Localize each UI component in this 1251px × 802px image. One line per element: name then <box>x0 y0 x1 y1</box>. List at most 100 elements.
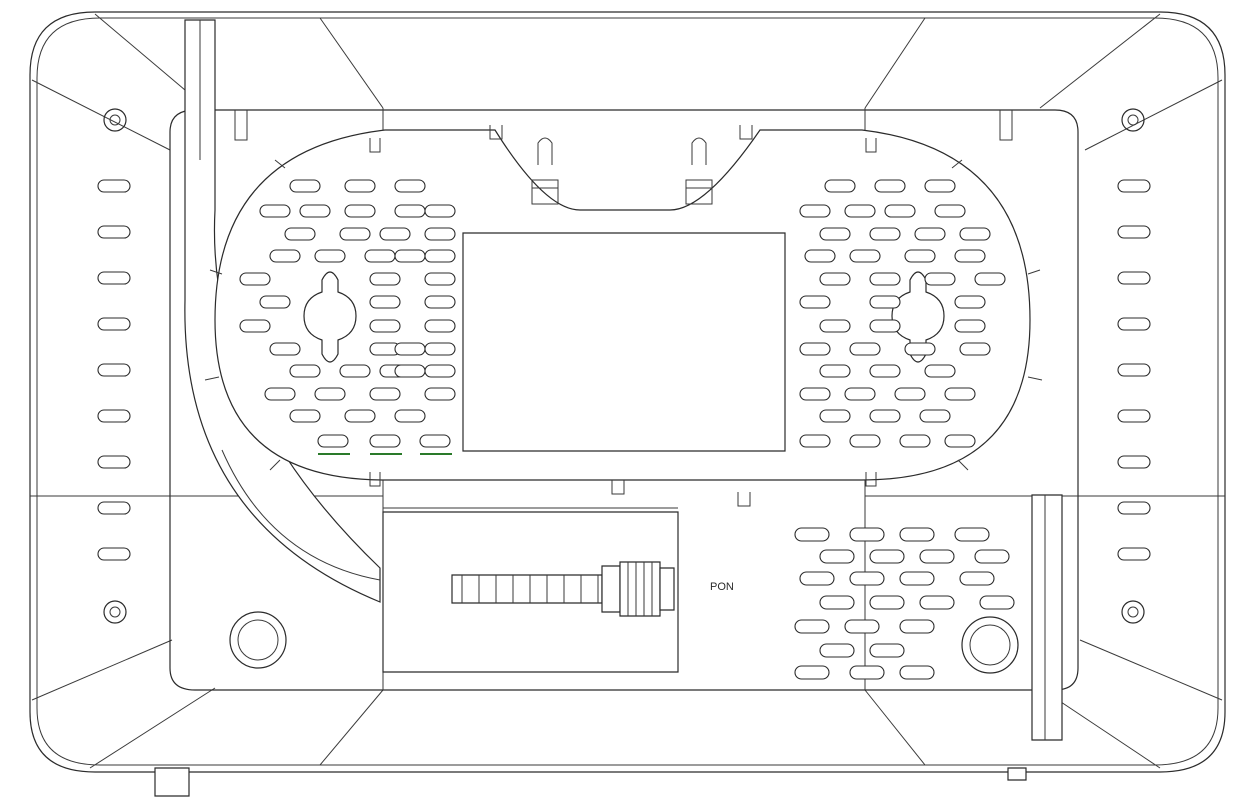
fiber-slot <box>270 250 300 262</box>
fiber-slot <box>800 205 830 217</box>
vent-slot <box>1118 226 1150 238</box>
fiber-slot <box>395 343 425 355</box>
right-cable-rail <box>1032 495 1062 740</box>
vent-slot <box>1118 364 1150 376</box>
fiber-slot <box>870 273 900 285</box>
fiber-slot <box>290 180 320 192</box>
fiber-slot <box>960 343 990 355</box>
fiber-slot <box>318 435 348 447</box>
screw-holes <box>104 109 1144 623</box>
fiber-slot <box>975 273 1005 285</box>
keyhole-left <box>304 272 356 362</box>
fiber-slot <box>370 296 400 308</box>
fiber-slot <box>845 388 875 400</box>
fiber-slot <box>820 596 854 609</box>
fiber-slot <box>870 410 900 422</box>
fiber-slot <box>425 296 455 308</box>
fiber-slot <box>875 180 905 192</box>
fiber-slot <box>820 644 854 657</box>
fiber-slot <box>260 205 290 217</box>
fiber-slot <box>905 250 935 262</box>
pon-connector <box>452 562 674 616</box>
fiber-slot <box>315 250 345 262</box>
fiber-slot <box>795 620 829 633</box>
fiber-slot <box>290 365 320 377</box>
fiber-slot <box>870 320 900 332</box>
fiber-slot <box>820 365 850 377</box>
fiber-slot <box>345 180 375 192</box>
fiber-slot <box>955 296 985 308</box>
fiber-slot <box>900 528 934 541</box>
fiber-slot <box>800 343 830 355</box>
fiber-slot <box>925 273 955 285</box>
fiber-slot <box>370 435 400 447</box>
vent-slot <box>98 548 130 560</box>
fiber-slot <box>960 228 990 240</box>
vent-slot <box>1118 456 1150 468</box>
fiber-slot <box>900 666 934 679</box>
fiber-slot <box>845 620 879 633</box>
fiber-slot <box>905 343 935 355</box>
fiber-slot <box>800 435 830 447</box>
fiber-slot <box>945 435 975 447</box>
vent-slot <box>1118 502 1150 514</box>
pon-port-label: PON <box>710 581 734 593</box>
fiber-slot <box>900 572 934 585</box>
fiber-slot <box>820 273 850 285</box>
outer-housing <box>30 12 1225 796</box>
vent-slot <box>1118 180 1150 192</box>
vent-slot <box>1118 272 1150 284</box>
fiber-slot <box>925 365 955 377</box>
fiber-slot <box>315 388 345 400</box>
fiber-slot <box>850 250 880 262</box>
fiber-slot <box>850 528 884 541</box>
fiber-slot <box>885 205 915 217</box>
fiber-slot <box>825 180 855 192</box>
fiber-slot <box>370 388 400 400</box>
vent-slot <box>98 502 130 514</box>
fiber-slot <box>345 205 375 217</box>
fiber-slot <box>915 228 945 240</box>
fiber-slot <box>920 550 954 563</box>
fiber-slot <box>895 388 925 400</box>
vent-slot <box>98 318 130 330</box>
fiber-slot <box>820 550 854 563</box>
fiber-slot <box>900 620 934 633</box>
fiber-slot <box>425 365 455 377</box>
fiber-slot <box>820 320 850 332</box>
fiber-slot-grid <box>240 180 1014 679</box>
fiber-slot <box>955 320 985 332</box>
fiber-slot <box>900 435 930 447</box>
fiber-slot <box>420 435 450 447</box>
fiber-slot <box>850 572 884 585</box>
vent-slot <box>98 364 130 376</box>
fiber-slot <box>805 250 835 262</box>
vent-slot <box>98 410 130 422</box>
fiber-slot <box>820 410 850 422</box>
fiber-slot <box>240 273 270 285</box>
fiber-slot <box>800 572 834 585</box>
fiber-slot <box>340 228 370 240</box>
fiber-slot <box>340 365 370 377</box>
fiber-slot <box>870 296 900 308</box>
fiber-slot <box>425 343 455 355</box>
fiber-slot <box>850 666 884 679</box>
fiber-slot <box>795 666 829 679</box>
fiber-slot <box>290 410 320 422</box>
fiber-slot <box>850 343 880 355</box>
vent-slot <box>1118 318 1150 330</box>
fiber-slot <box>870 644 904 657</box>
fiber-slot <box>395 410 425 422</box>
fiber-slot <box>270 343 300 355</box>
fiber-slot <box>370 320 400 332</box>
fiber-slot <box>850 435 880 447</box>
fiber-slot <box>345 410 375 422</box>
fiber-slot <box>920 410 950 422</box>
fiber-slot <box>370 273 400 285</box>
fiber-slot <box>395 250 425 262</box>
fiber-slot <box>820 228 850 240</box>
fiber-slot <box>425 250 455 262</box>
vent-slot <box>98 180 130 192</box>
fiber-slot <box>960 572 994 585</box>
fiber-slot <box>800 296 830 308</box>
